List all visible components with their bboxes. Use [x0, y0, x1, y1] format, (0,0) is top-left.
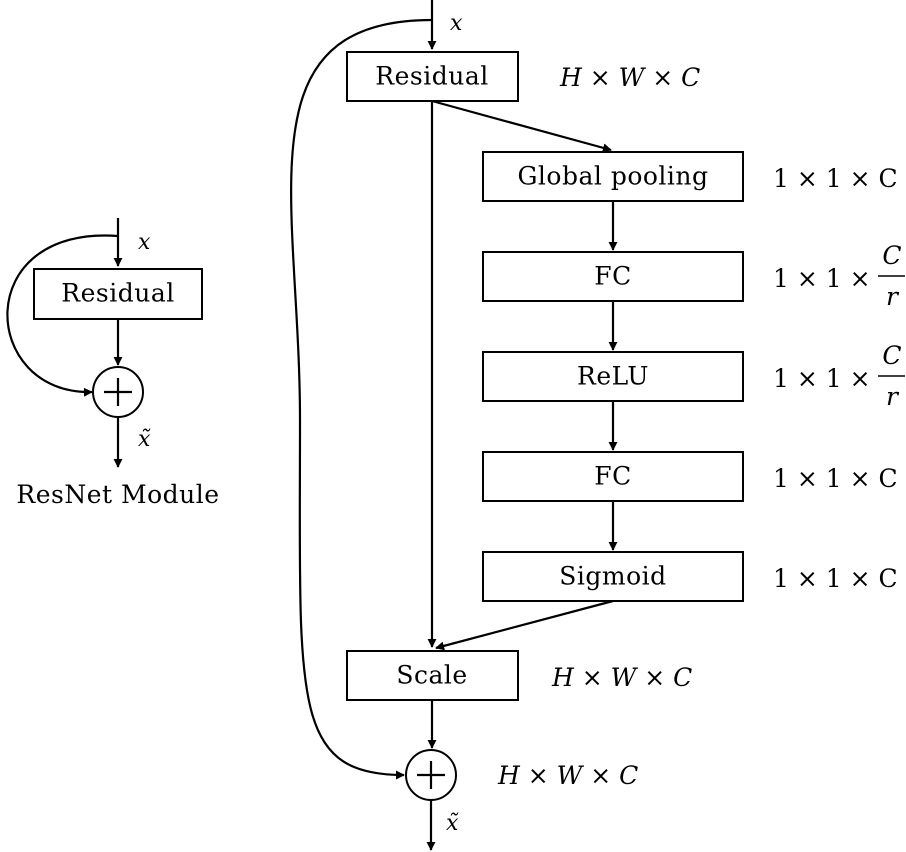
fc2-label: FC — [594, 462, 631, 491]
relu-dim-denominator: r — [886, 382, 900, 411]
se-residual-box: Residual — [346, 51, 519, 102]
relu-box: ReLU — [482, 351, 744, 402]
relu-dim: 1 × 1 × C r — [773, 341, 905, 411]
se-sum-dim: H × W × C — [497, 761, 638, 790]
fc1-dim: 1 × 1 × C r — [773, 241, 905, 311]
relu-label: ReLU — [577, 362, 649, 391]
resnet-skip-connection — [6, 234, 119, 397]
sigmoid-dim: 1 × 1 × C — [773, 564, 898, 593]
global-pooling-dim: 1 × 1 × C — [773, 164, 898, 193]
resnet-caption: ResNet Module — [16, 480, 219, 509]
resnet-output-label: x̃ — [138, 427, 151, 452]
relu-dim-numerator: C — [882, 341, 901, 370]
se-input-label: x — [450, 11, 463, 36]
global-pooling-label: Global pooling — [517, 162, 708, 191]
fc2-box: FC — [482, 451, 744, 502]
se-resnet-module: x Residual H × W × C Global pooling 1 × … — [290, 0, 905, 851]
se-output-label: x̃ — [446, 811, 459, 836]
scale-box: Scale — [346, 650, 519, 701]
scale-dim: H × W × C — [551, 663, 692, 692]
sigmoid-to-scale-arrow — [435, 599, 614, 651]
se-residual-dim: H × W × C — [559, 63, 700, 92]
global-pooling-box: Global pooling — [482, 151, 744, 202]
fc1-dim-prefix: 1 × 1 × — [773, 264, 871, 293]
fc1-dim-denominator: r — [886, 282, 900, 311]
resnet-input-label: x — [138, 230, 151, 255]
resnet-residual-label: Residual — [61, 279, 174, 308]
fc1-box: FC — [482, 251, 744, 302]
sigmoid-label: Sigmoid — [559, 562, 666, 591]
fc2-dim: 1 × 1 × C — [773, 464, 898, 493]
se-residual-label: Residual — [375, 62, 488, 91]
scale-label: Scale — [396, 661, 467, 690]
resnet-residual-box: Residual — [33, 268, 203, 320]
sigmoid-box: Sigmoid — [482, 551, 744, 602]
resnet-module: x Residual x̃ ResNet Module — [6, 218, 219, 509]
resnet-sum-node — [92, 366, 144, 418]
se-sum-node — [405, 749, 457, 801]
fc1-dim-numerator: C — [882, 241, 901, 270]
se-skip-connection — [290, 18, 433, 780]
se-branch-arrow — [431, 99, 612, 153]
relu-dim-prefix: 1 × 1 × — [773, 364, 871, 393]
fc1-label: FC — [594, 262, 631, 291]
